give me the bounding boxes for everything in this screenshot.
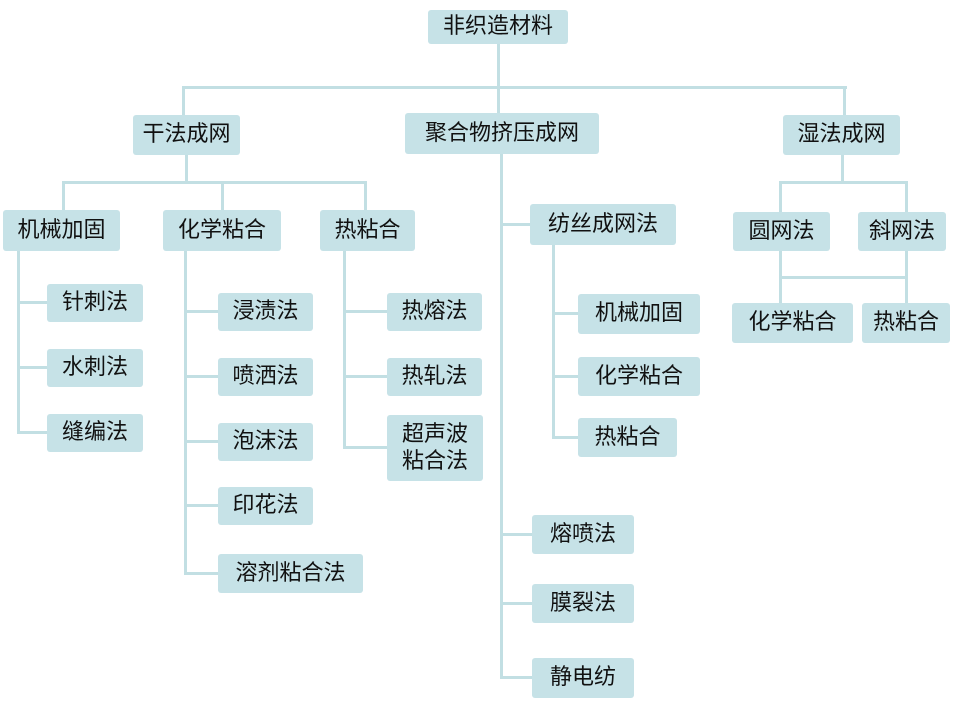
- connector-line-horizontal: [552, 375, 578, 378]
- node-dry-laid: 干法成网: [133, 115, 240, 155]
- node-chem-3: 化学粘合: [732, 303, 853, 343]
- node-hot-roll: 热轧法: [387, 358, 482, 396]
- connector-line-vertical: [500, 154, 503, 679]
- connector-line-horizontal: [184, 375, 218, 378]
- node-chem-2: 化学粘合: [578, 357, 700, 396]
- connector-line-vertical: [343, 251, 346, 449]
- node-polymer: 聚合物挤压成网: [405, 113, 599, 154]
- connector-line-vertical: [552, 245, 555, 439]
- node-dip: 浸渍法: [218, 293, 313, 331]
- node-thermal-2: 热粘合: [578, 418, 677, 457]
- node-ultrasonic: 超声波粘合法: [387, 415, 483, 481]
- node-label-multiline: 超声波粘合法: [402, 421, 468, 476]
- connector-line-horizontal: [62, 181, 367, 184]
- node-foam: 泡沫法: [218, 423, 313, 461]
- node-spray: 喷洒法: [218, 358, 313, 396]
- connector-line-horizontal: [500, 533, 532, 536]
- connector-line-horizontal: [343, 375, 387, 378]
- node-stitch: 缝编法: [47, 414, 143, 452]
- connector-line-vertical: [182, 86, 185, 115]
- node-solvent: 溶剂粘合法: [218, 554, 363, 593]
- node-spunbond: 纺丝成网法: [530, 204, 676, 245]
- node-electrospin: 静电纺: [532, 658, 634, 698]
- connector-line-vertical: [185, 155, 188, 183]
- connector-line-horizontal: [182, 86, 847, 89]
- connector-line-horizontal: [500, 676, 532, 679]
- connector-line-horizontal: [17, 301, 47, 304]
- connector-line-horizontal: [779, 181, 908, 184]
- node-thermal-1: 热粘合: [320, 210, 415, 251]
- node-thermal-3: 热粘合: [862, 303, 950, 343]
- connector-line-horizontal: [343, 310, 387, 313]
- connector-line-vertical: [779, 181, 782, 212]
- connector-line-horizontal: [17, 366, 47, 369]
- connector-line-horizontal: [500, 223, 530, 226]
- node-label-line: 超声波: [401, 421, 468, 447]
- connector-line-vertical: [497, 44, 500, 114]
- connector-line-vertical: [62, 181, 65, 210]
- connector-line-horizontal: [500, 602, 532, 605]
- connector-line-vertical: [364, 181, 367, 210]
- node-inclined: 斜网法: [858, 212, 946, 251]
- node-hot-melt: 热熔法: [387, 293, 482, 331]
- connector-line-horizontal: [184, 572, 218, 575]
- node-mech-1: 机械加固: [3, 210, 120, 251]
- connector-line-horizontal: [17, 431, 47, 434]
- node-film-split: 膜裂法: [532, 584, 634, 623]
- connector-line-horizontal: [184, 440, 218, 443]
- connector-line-horizontal: [779, 276, 908, 279]
- connector-line-vertical: [905, 181, 908, 212]
- connector-line-horizontal: [184, 504, 218, 507]
- connector-line-vertical: [17, 251, 20, 434]
- connector-line-vertical: [221, 181, 224, 210]
- node-mech-2: 机械加固: [578, 294, 700, 334]
- node-chem-1: 化学粘合: [163, 210, 281, 251]
- connector-line-horizontal: [184, 310, 218, 313]
- node-spunlace: 水刺法: [47, 349, 143, 387]
- node-melt-blown: 熔喷法: [532, 515, 634, 554]
- node-root: 非织造材料: [428, 10, 568, 44]
- node-print: 印花法: [218, 487, 313, 525]
- node-needle: 针刺法: [47, 284, 143, 322]
- node-wet-laid: 湿法成网: [783, 115, 900, 155]
- connector-line-vertical: [184, 251, 187, 575]
- connector-line-horizontal: [343, 446, 387, 449]
- connector-line-horizontal: [552, 436, 578, 439]
- connector-line-horizontal: [552, 312, 578, 315]
- connector-line-vertical: [841, 155, 844, 183]
- connector-line-vertical: [843, 86, 846, 115]
- node-rotary: 圆网法: [733, 212, 830, 251]
- node-label-line: 粘合法: [401, 449, 468, 474]
